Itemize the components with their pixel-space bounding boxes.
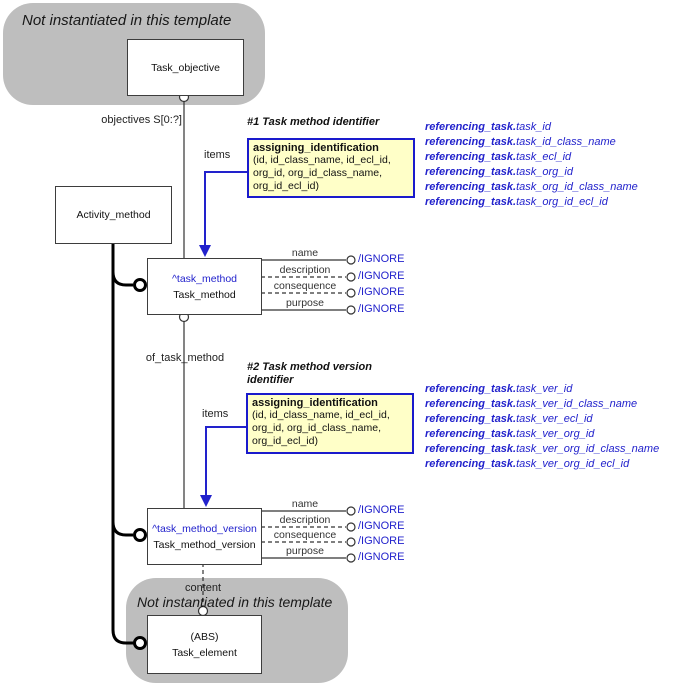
ref-binding-link[interactable]: referencing_task.task_org_id: [425, 166, 573, 178]
identifier2-params-line1: (id, id_class_name, id_ecl_id,: [252, 409, 390, 421]
identifier2-header-line2: identifier: [247, 374, 294, 386]
ref-binding-link[interactable]: referencing_task.task_id_class_name: [425, 136, 616, 148]
attr-label-purpose: purpose: [286, 545, 324, 557]
ignore-flag: /IGNORE: [358, 535, 405, 547]
task-element-abs-label: (ABS): [190, 630, 219, 643]
identifier2-binding-list: referencing_task.task_ver_id referencing…: [425, 382, 659, 472]
attr-label-name: name: [291, 498, 319, 510]
task-objective-node[interactable]: Task_objective: [127, 39, 244, 96]
task-method-version-attr-lines: [261, 506, 356, 563]
ref-binding-link[interactable]: referencing_task.task_ver_org_id: [425, 428, 595, 440]
content-connector: [197, 563, 209, 617]
task-element-node[interactable]: (ABS) Task_element: [147, 615, 262, 674]
activity-method-node[interactable]: Activity_method: [55, 186, 172, 244]
task-method-version-instance-label: ^task_method_version: [152, 522, 257, 535]
ignore-flag: /IGNORE: [358, 303, 405, 315]
ref-binding-link[interactable]: referencing_task.task_ver_org_id_class_n…: [425, 443, 660, 455]
of-task-method-relation-label: of_task_method: [145, 352, 225, 364]
task-method-instance-label: ^task_method: [171, 272, 238, 285]
ref-binding-link[interactable]: referencing_task.task_org_id_class_name: [425, 181, 638, 193]
identifier1-template-box[interactable]: assigning_identification (id, id_class_n…: [247, 138, 415, 198]
identifier1-template-name: assigning_identification: [253, 142, 379, 154]
objectives-relation-label: objectives S[0:?]: [101, 114, 182, 126]
trunk-end-rings: [133, 278, 147, 650]
activity-method-trunk: [111, 242, 134, 645]
attr-label-description: description: [279, 264, 331, 276]
identifier1-binding-list: referencing_task.task_id referencing_tas…: [425, 120, 638, 210]
identifier1-params-line1: (id, id_class_name, id_ecl_id,: [253, 154, 391, 166]
task-method-type-label: Task_method: [173, 288, 236, 301]
identifier1-params-line2: org_id, org_id_class_name,: [253, 167, 382, 179]
of-task-method-connector: [178, 311, 190, 508]
attr-label-name: name: [291, 247, 319, 259]
identifier2-header-line1: #2 Task method version: [247, 361, 372, 373]
ignore-flag: /IGNORE: [358, 551, 405, 563]
items-arrow-2: [200, 426, 246, 507]
identifier2-params-line2: org_id, org_id_class_name,: [252, 422, 381, 434]
identifier2-params-line3: org_id_ecl_id): [252, 435, 318, 447]
items-relation-label-2: items: [202, 408, 229, 420]
top-region-label: Not instantiated in this template: [22, 12, 232, 29]
task-method-version-node[interactable]: ^task_method_version Task_method_version: [147, 508, 262, 565]
ref-binding-link[interactable]: referencing_task.task_ver_ecl_id: [425, 413, 593, 425]
identifier1-header: #1 Task method identifier: [247, 116, 380, 128]
task-method-node[interactable]: ^task_method Task_method: [147, 258, 262, 315]
identifier2-template-box[interactable]: assigning_identification (id, id_class_n…: [246, 393, 414, 454]
attr-label-consequence: consequence: [273, 529, 337, 541]
task-method-attr-lines: [261, 255, 356, 315]
attr-label-description: description: [279, 514, 331, 526]
ref-binding-link[interactable]: referencing_task.task_id: [425, 121, 551, 133]
task-element-type-label: Task_element: [172, 646, 237, 659]
activity-method-label: Activity_method: [76, 209, 151, 221]
ignore-flag: /IGNORE: [358, 286, 405, 298]
ref-binding-link[interactable]: referencing_task.task_ecl_id: [425, 151, 572, 163]
ignore-flag: /IGNORE: [358, 504, 405, 516]
identifier2-template-name: assigning_identification: [252, 397, 378, 409]
ref-binding-link[interactable]: referencing_task.task_ver_id_class_name: [425, 398, 638, 410]
ignore-flag: /IGNORE: [358, 520, 405, 532]
items-arrow-1: [199, 171, 247, 257]
ref-binding-link[interactable]: referencing_task.task_org_id_ecl_id: [425, 196, 608, 208]
items-relation-label-1: items: [204, 149, 231, 161]
ref-binding-link[interactable]: referencing_task.task_ver_id: [425, 383, 573, 395]
ignore-flag: /IGNORE: [358, 270, 405, 282]
task-objective-label: Task_objective: [151, 61, 220, 74]
attr-label-consequence: consequence: [273, 280, 337, 292]
ref-binding-link[interactable]: referencing_task.task_ver_org_id_ecl_id: [425, 458, 630, 470]
identifier1-params-line3: org_id_ecl_id): [253, 180, 319, 192]
attr-label-purpose: purpose: [286, 297, 324, 309]
ignore-flag: /IGNORE: [358, 253, 405, 265]
content-relation-label: content: [184, 582, 222, 594]
bottom-region-label: Not instantiated in this template: [137, 594, 333, 610]
task-method-version-type-label: Task_method_version: [153, 538, 256, 551]
